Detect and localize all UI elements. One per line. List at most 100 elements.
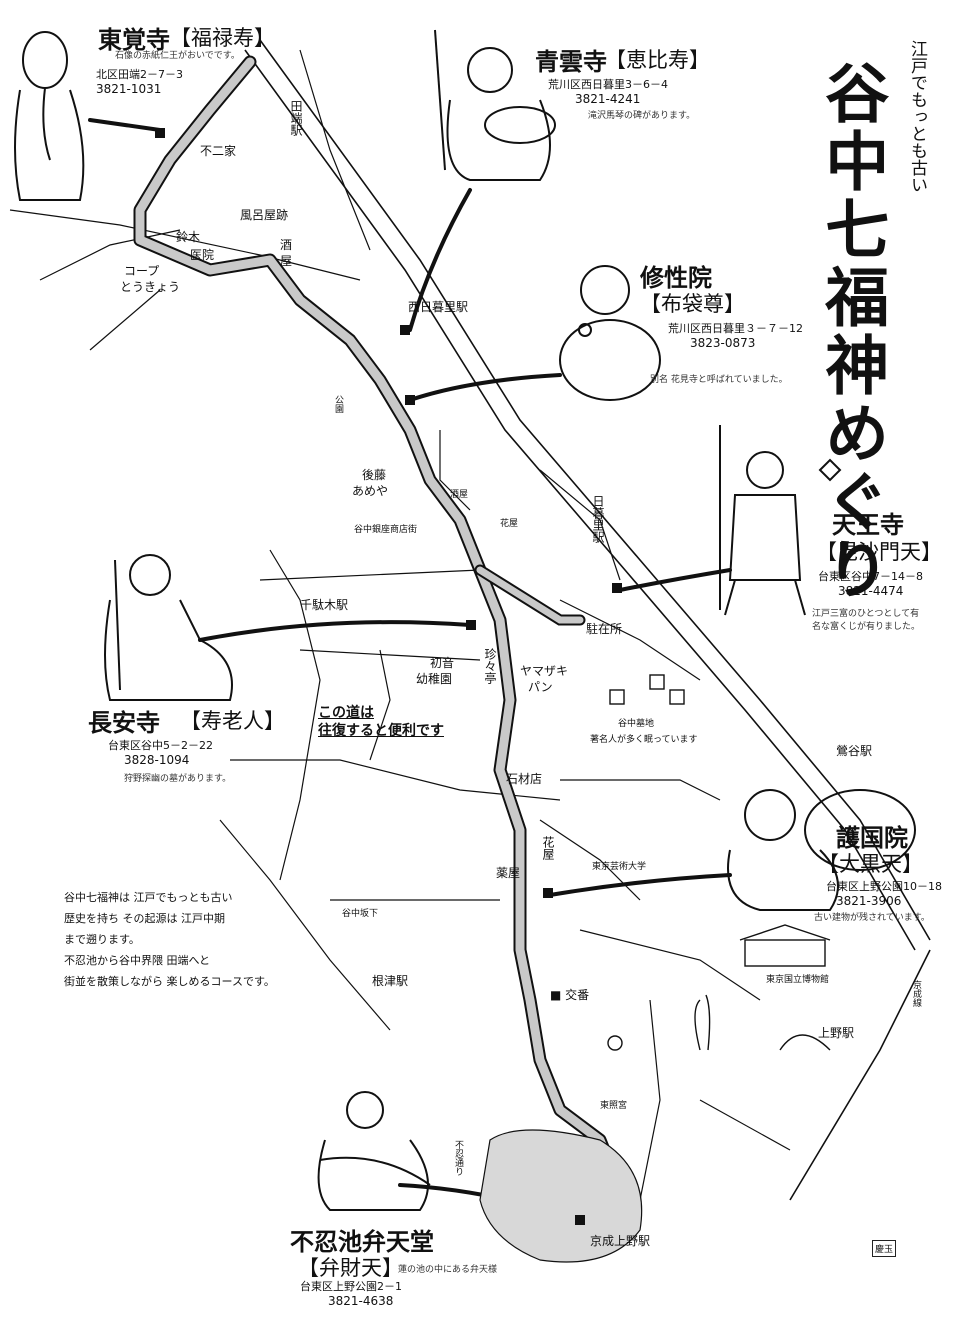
intro-text: 谷中七福神は 江戸でもっとも古い 歴史を持ち その起源は 江戸中期 まで遡ります… <box>64 891 275 988</box>
deity-name: 【毘沙門天】 <box>816 540 942 564</box>
shinobazu-pond <box>479 1129 643 1263</box>
temple-address: 北区田端2－7－3 <box>96 68 183 81</box>
temple-address: 荒川区西日暮里３－７－12 <box>668 322 803 335</box>
temple-note: 石像の赤紙仁王がおいでです。 <box>115 51 240 61</box>
marker-bentendo <box>575 1215 585 1225</box>
jr-line-outer <box>259 39 931 941</box>
place-yanakazaka: 谷中坂下 <box>342 909 379 919</box>
leader-seiunji <box>408 188 472 332</box>
bishamonten-figure <box>719 425 842 616</box>
zoo-dome <box>779 1034 831 1051</box>
place-fujiya: 不二家 <box>200 144 237 158</box>
leader-chouanji <box>198 620 472 642</box>
misc-marks <box>607 674 831 1051</box>
place-suzuki: 鈴木 <box>176 230 201 244</box>
jurojin-figure <box>104 554 233 701</box>
place-hanaya-2: 花屋 <box>541 836 555 860</box>
panda <box>607 1035 623 1051</box>
temple-tel: 3821-3906 <box>836 894 902 908</box>
temple-name: 護国院 <box>836 824 908 852</box>
marker-tennoji <box>612 583 622 593</box>
benzaiten-figure <box>317 1091 431 1211</box>
place-furoyaato: 風呂屋跡 <box>240 208 289 222</box>
temple-note: 別名 花見寺と呼ばれていました。 <box>650 375 788 385</box>
place-sakaya-2: 屋 <box>280 254 293 268</box>
place-pan: パン <box>528 680 553 694</box>
temple-note: 滝沢馬琴の碑があります。 <box>588 111 696 121</box>
deity-name: 【福禄寿】 <box>170 26 275 50</box>
temple-name: 東覚寺 <box>98 26 170 54</box>
deity-figures <box>14 29 916 1211</box>
temple-note: 蓮の池の中にある弁天様 <box>398 1265 498 1275</box>
temple-address: 荒川区西日暮里3－6－4 <box>548 78 668 91</box>
leader-tokakuji <box>88 118 162 132</box>
station-tabata[interactable]: 田端駅 <box>289 100 303 136</box>
place-geidai: 東京芸術大学 <box>592 862 647 872</box>
marker-tokakuji <box>155 128 165 138</box>
callout-line-2: 往復すると便利です <box>318 722 444 739</box>
place-koen: 公園 <box>333 395 343 413</box>
place-hanaya: 花屋 <box>500 519 519 529</box>
temple-name: 修性院 <box>640 264 712 292</box>
museum-building <box>744 939 826 967</box>
place-coop: コープ <box>124 264 160 278</box>
station-nishinippori[interactable]: 西日暮里駅 <box>408 300 469 314</box>
temple-name: 長安寺 <box>88 709 160 737</box>
temple-name: 青雲寺 <box>535 48 607 76</box>
place-chinchintei: 珍々亭 <box>483 648 497 684</box>
deity-name: 【大黒天】 <box>818 852 923 876</box>
map-subtitle: 江戸でもっとも古い <box>907 40 927 193</box>
temple-tel: 3821-4241 <box>575 92 641 106</box>
place-yamazaki: ヤマザキ <box>520 664 569 678</box>
walking-route <box>133 55 637 1237</box>
marker-gokokuin <box>543 888 553 898</box>
marker-chouanji <box>466 620 476 630</box>
marker-shushoin <box>405 395 415 405</box>
deity-name: 【弁財天】 <box>298 1256 403 1280</box>
temple-note: 江戸三富のひとつとして有名な富くじが有りました。 <box>812 609 921 632</box>
jr-line-inner <box>244 49 916 951</box>
route-callout: この道は 往復すると便利です <box>318 705 444 740</box>
temple-tel: 3821-4638 <box>328 1294 394 1308</box>
temple-address: 台東区上野公園2－1 <box>300 1280 402 1293</box>
place-cemetery-note: 著名人が多く眠っています <box>590 735 698 745</box>
place-goto: 後藤 <box>362 468 387 482</box>
marker-seiunji <box>400 325 410 335</box>
leader-lines <box>88 118 732 1222</box>
temple-tel: 3821-4474 <box>838 584 904 598</box>
temple-note: 狩野探幽の墓があります。 <box>124 774 232 784</box>
temple-tel: 3828-1094 <box>124 753 190 767</box>
place-koban: ■ 交番 <box>550 988 590 1002</box>
station-ueno[interactable]: 上野駅 <box>818 1026 855 1040</box>
temple-note: 古い建物が残されています。 <box>814 913 930 923</box>
fukurokuju-figure <box>14 31 85 201</box>
place-youchien: 幼稚園 <box>416 672 453 686</box>
place-yakkyoku: 薬屋 <box>496 866 521 880</box>
station-nippori[interactable]: 日暮里駅 <box>591 495 605 543</box>
temple-markers <box>155 128 622 1225</box>
ebisu-figure <box>434 29 556 181</box>
daikokuten-figure <box>727 789 916 911</box>
map-title: 谷中七福神めぐり <box>814 60 890 604</box>
temple-address: 台東区上野公園10－18 <box>826 880 942 893</box>
place-sakaya-3: 酒屋 <box>450 490 469 500</box>
place-museum: 東京国立博物館 <box>766 975 830 985</box>
streets <box>9 49 791 1201</box>
artist-signature: 慶玉 <box>872 1240 897 1257</box>
place-shinobazu-dori: 不忍通り <box>453 1140 463 1176</box>
place-hatsune: 初音 <box>430 656 455 670</box>
fountain <box>694 994 711 1051</box>
station-nezu[interactable]: 根津駅 <box>372 974 409 988</box>
place-ginza: 谷中銀座商店街 <box>354 525 418 535</box>
callout-line-1: この道は <box>318 705 374 721</box>
route-band <box>133 55 637 1237</box>
station-uguisudani[interactable]: 鶯谷駅 <box>836 744 873 758</box>
place-ishizai: 石材店 <box>506 772 543 786</box>
station-sendagi[interactable]: 千駄木駅 <box>300 598 349 612</box>
place-ameya: あめや <box>352 484 389 498</box>
station-keisei-ueno[interactable]: 京成上野駅 <box>590 1234 651 1248</box>
leader-tennoji <box>618 568 732 592</box>
temple-address: 台東区谷中7－14－8 <box>818 570 923 583</box>
